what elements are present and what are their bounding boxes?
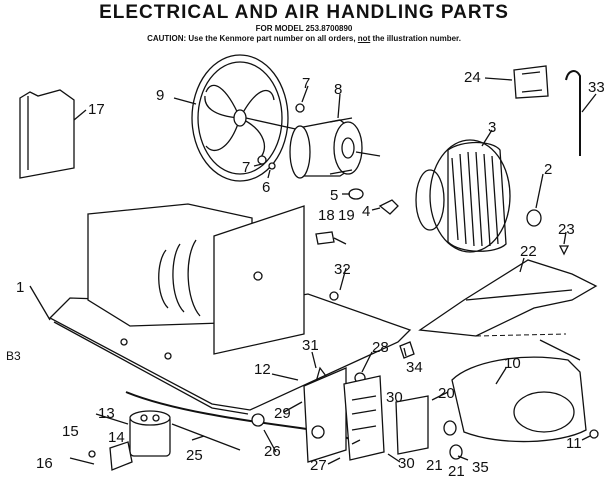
part-8-motor: [289, 117, 381, 179]
callout-3: 3: [488, 119, 496, 136]
callout-34: 34: [406, 359, 423, 376]
diagram-title: ELECTRICAL AND AIR HANDLING PARTS: [99, 2, 509, 23]
callout-9: 9: [156, 87, 164, 104]
caution-not: not: [357, 34, 371, 43]
part-30-switch-panel: [343, 375, 385, 461]
part-18-terminal: [315, 231, 335, 245]
callout-labels: 1 2 3 4 5 6 7 7 8 9 10 11 12 13 14 15 16…: [6, 69, 605, 480]
caution-suffix: the illustration number.: [372, 34, 461, 43]
callout-13: 13: [98, 405, 115, 422]
callout-14: 14: [108, 429, 125, 446]
callout-21b: 21: [448, 463, 465, 480]
callout-20: 20: [438, 385, 455, 402]
callout-7b: 7: [242, 159, 250, 176]
callout-15: 15: [62, 423, 79, 440]
callout-4: 4: [362, 203, 370, 220]
callout-24: 24: [464, 69, 481, 86]
part-11-screw: [589, 429, 599, 439]
callout-32: 32: [334, 261, 351, 278]
part-19-wire-end: [333, 237, 347, 245]
callout-25: 25: [186, 447, 203, 464]
part-20-capacitor-plate: [395, 395, 429, 455]
callout-18: 18: [318, 207, 335, 224]
part-6-washer: [268, 162, 276, 170]
part-4-bracket: [378, 199, 399, 215]
part-25-wire: [171, 423, 241, 451]
part-10-scroll-housing: [451, 339, 587, 443]
model-subtitle: FOR MODEL 253.8700890: [255, 24, 353, 33]
part-9-fan-blade: [191, 54, 301, 182]
part-33-rod: [565, 70, 581, 156]
callout-12: 12: [254, 361, 271, 378]
part-35-nut: [449, 444, 463, 460]
part-26-grommet: [251, 413, 265, 427]
part-34-clip: [399, 341, 415, 359]
callout-28: 28: [372, 339, 389, 356]
part-7-screw-left: [257, 155, 267, 165]
part-31-harness: [315, 366, 327, 383]
callout-35: 35: [472, 459, 489, 476]
part-1-base-housing: [29, 203, 412, 415]
caution-prefix: CAUTION: Use the Kenmore part number on …: [147, 34, 356, 43]
part-22-deflector: [418, 259, 598, 337]
callout-7a: 7: [302, 75, 310, 92]
part-13-capacitor: [129, 410, 171, 457]
callout-29: 29: [274, 405, 291, 422]
leader-lines: [73, 77, 597, 465]
callout-6: 6: [262, 179, 270, 196]
callout-27: 27: [310, 457, 327, 474]
part-2-nut: [526, 209, 542, 227]
part-21-washer: [443, 420, 457, 436]
part-15-screw: [88, 450, 96, 458]
callout-33: 33: [588, 79, 605, 96]
part-32-fastener: [329, 291, 339, 301]
part-7-screw-top: [295, 103, 305, 113]
part-14-bracket: [109, 441, 133, 471]
page-code: B3: [6, 349, 21, 363]
callout-30a: 30: [386, 389, 403, 406]
part-5-clip: [348, 188, 364, 200]
part-24-clip: [513, 65, 549, 99]
part-17-side-panel: [19, 89, 75, 179]
part-16-strap: [69, 457, 95, 465]
part-3-blower-wheel: [415, 139, 511, 253]
callout-8: 8: [334, 81, 342, 98]
callout-22: 22: [520, 243, 537, 260]
callout-30b: 30: [398, 455, 415, 472]
callout-21a: 21: [426, 457, 443, 474]
part-23-screw: [558, 245, 570, 256]
part-28-control-box: [303, 367, 366, 463]
callout-31: 31: [302, 337, 319, 354]
callout-10: 10: [504, 355, 521, 372]
callout-23: 23: [558, 221, 575, 238]
callout-26: 26: [264, 443, 281, 460]
callout-19: 19: [338, 207, 355, 224]
caution-note: CAUTION: Use the Kenmore part number on …: [0, 34, 608, 43]
callout-5: 5: [330, 187, 338, 204]
callout-17: 17: [88, 101, 105, 118]
callout-1: 1: [16, 279, 24, 296]
callout-16: 16: [36, 455, 53, 472]
callout-11: 11: [566, 435, 582, 452]
callout-2: 2: [544, 161, 552, 178]
